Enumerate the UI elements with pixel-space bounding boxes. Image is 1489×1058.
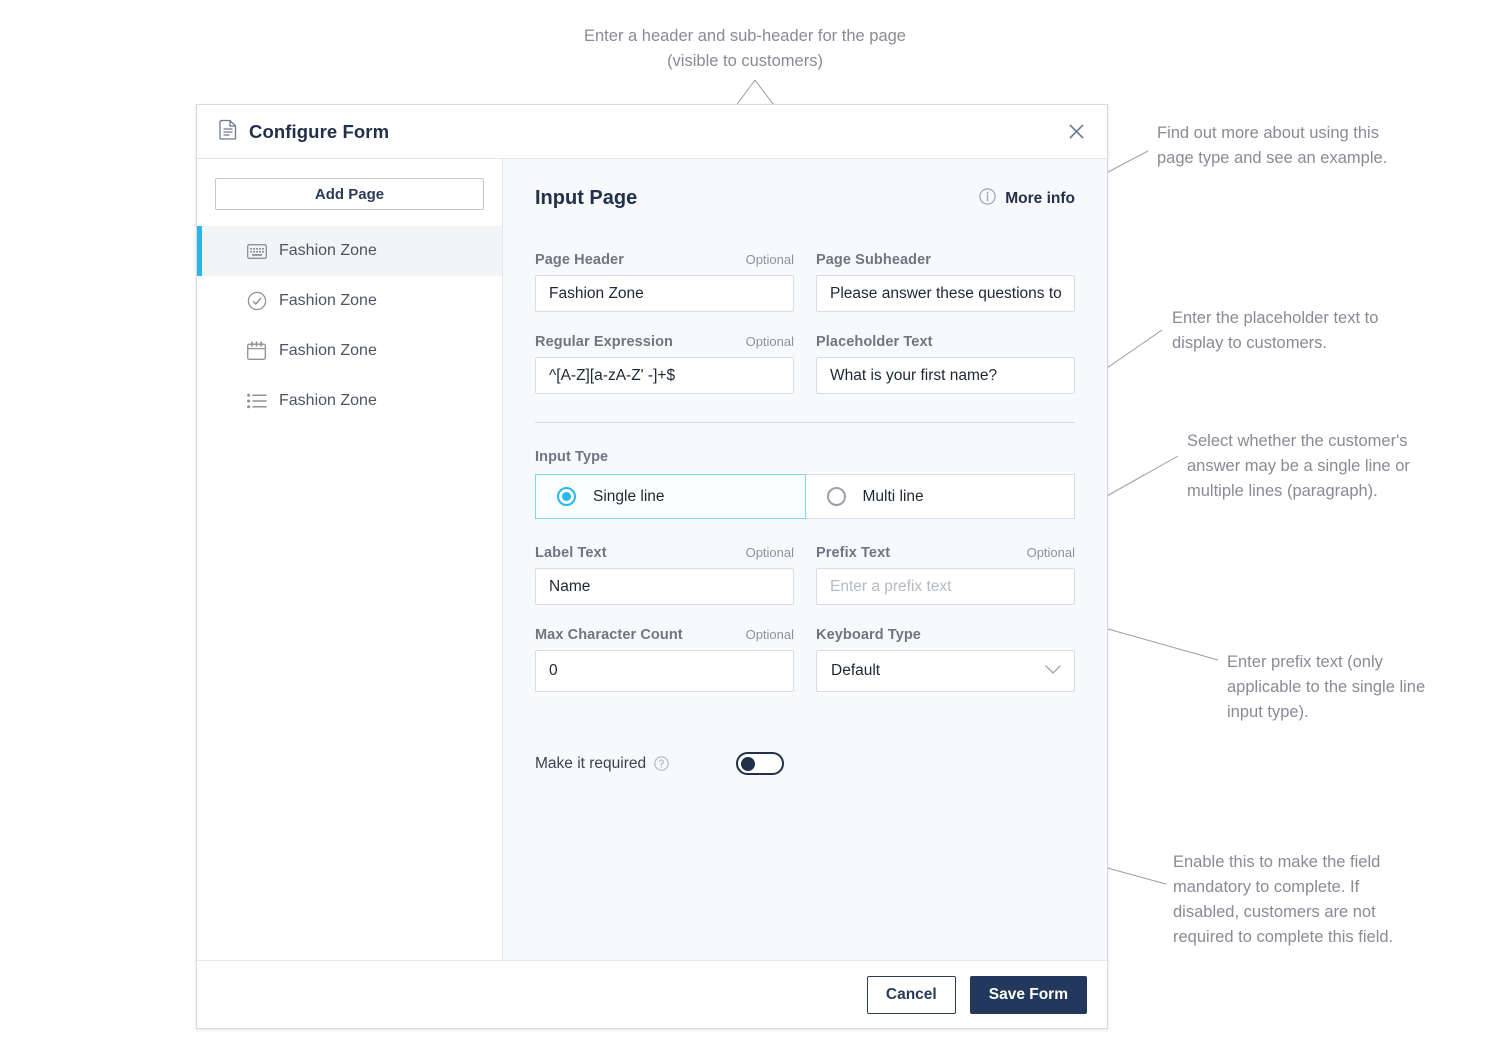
field-regular-expression: Regular Expression Optional: [535, 334, 794, 394]
field-page-header: Page Header Optional: [535, 252, 794, 312]
save-form-button[interactable]: Save Form: [969, 975, 1087, 1014]
document-icon: [219, 119, 238, 145]
optional-tag: Optional: [745, 334, 794, 349]
dialog-body: Add Page: [197, 159, 1107, 960]
radio-multi-line[interactable]: Multi line: [805, 474, 1075, 519]
field-prefix-text: Prefix Text Optional: [816, 545, 1075, 605]
optional-tag: Optional: [745, 545, 794, 560]
input-page-panel: Input Page More info: [503, 159, 1107, 960]
field-label: Prefix Text: [816, 545, 891, 561]
annotation-input-type: Select whether the customer's answer may…: [1187, 432, 1410, 500]
section-divider: [535, 422, 1075, 423]
keyboard-icon: [246, 241, 267, 262]
prefix-text-input[interactable]: [816, 568, 1075, 605]
add-page-button[interactable]: Add Page: [215, 178, 484, 210]
annotation-prefix: Enter prefix text (only applicable to th…: [1227, 653, 1426, 721]
radio-icon: [826, 487, 846, 506]
sidebar-item-page-2[interactable]: Fashion Zone: [197, 276, 502, 326]
configure-form-dialog: Configure Form Add Page: [196, 104, 1108, 1029]
field-max-character-count: Max Character Count Optional: [535, 627, 794, 692]
dialog-header: Configure Form: [197, 105, 1107, 159]
sidebar-item-page-3[interactable]: Fashion Zone: [197, 326, 502, 376]
field-label: Page Subheader: [816, 252, 932, 268]
page-subheader-input[interactable]: [816, 275, 1075, 312]
label-text-input[interactable]: [535, 568, 794, 605]
dialog-footer: Cancel Save Form: [197, 960, 1107, 1028]
keyboard-type-select[interactable]: Default: [816, 650, 1075, 692]
radio-label: Single line: [593, 487, 665, 505]
field-label: Placeholder Text: [816, 334, 933, 350]
regular-expression-input[interactable]: [535, 357, 794, 394]
sidebar-item-page-1[interactable]: Fashion Zone: [197, 226, 502, 276]
annotation-header-subheader: Enter a header and sub-header for the pa…: [584, 27, 906, 70]
field-placeholder-text: Placeholder Text: [816, 334, 1075, 394]
field-label: Max Character Count: [535, 627, 683, 643]
radio-single-line[interactable]: Single line: [535, 474, 806, 519]
question-circle-icon[interactable]: [654, 756, 669, 771]
calendar-icon: [246, 341, 267, 362]
sidebar-item-label: Fashion Zone: [279, 392, 377, 409]
make-required-row: Make it required: [535, 752, 1075, 775]
field-label: Regular Expression: [535, 334, 673, 350]
annotation-placeholder: Enter the placeholder text to display to…: [1172, 309, 1379, 352]
make-required-label: Make it required: [535, 754, 647, 772]
placeholder-text-input[interactable]: [816, 357, 1075, 394]
field-label: Page Header: [535, 252, 624, 268]
cancel-button[interactable]: Cancel: [866, 975, 956, 1014]
info-circle-icon: [979, 187, 996, 210]
sidebar-item-label: Fashion Zone: [279, 242, 377, 259]
radio-label: Multi line: [862, 487, 924, 505]
optional-tag: Optional: [1026, 545, 1075, 560]
check-circle-icon: [246, 291, 267, 312]
page-title: Input Page: [535, 187, 638, 209]
field-page-subheader: Page Subheader: [816, 252, 1075, 312]
more-info-label: More info: [1005, 189, 1075, 207]
input-type-radio-group: Single line Multi line: [535, 474, 1075, 519]
toggle-knob: [741, 756, 756, 771]
annotation-required: Enable this to make the field mandatory …: [1173, 853, 1394, 946]
optional-tag: Optional: [745, 252, 794, 267]
more-info-link[interactable]: More info: [979, 187, 1075, 210]
field-keyboard-type: Keyboard Type Default: [816, 627, 1075, 692]
field-label: Keyboard Type: [816, 627, 921, 643]
close-icon[interactable]: [1063, 119, 1089, 145]
sidebar-item-page-4[interactable]: Fashion Zone: [197, 376, 502, 426]
sidebar-item-label: Fashion Zone: [279, 292, 377, 309]
page-header-input[interactable]: [535, 275, 794, 312]
dialog-title: Configure Form: [249, 120, 390, 142]
annotation-more-info: Find out more about using this page type…: [1157, 124, 1388, 167]
radio-icon: [557, 487, 576, 506]
input-type-label: Input Type: [535, 449, 609, 465]
sidebar-item-label: Fashion Zone: [279, 342, 377, 359]
list-icon: [246, 391, 267, 412]
max-character-count-input[interactable]: [535, 650, 794, 692]
field-label-text: Label Text Optional: [535, 545, 794, 605]
make-required-toggle[interactable]: [736, 752, 785, 775]
pages-sidebar: Add Page: [197, 159, 503, 960]
field-label: Label Text: [535, 545, 607, 561]
optional-tag: Optional: [745, 627, 794, 642]
